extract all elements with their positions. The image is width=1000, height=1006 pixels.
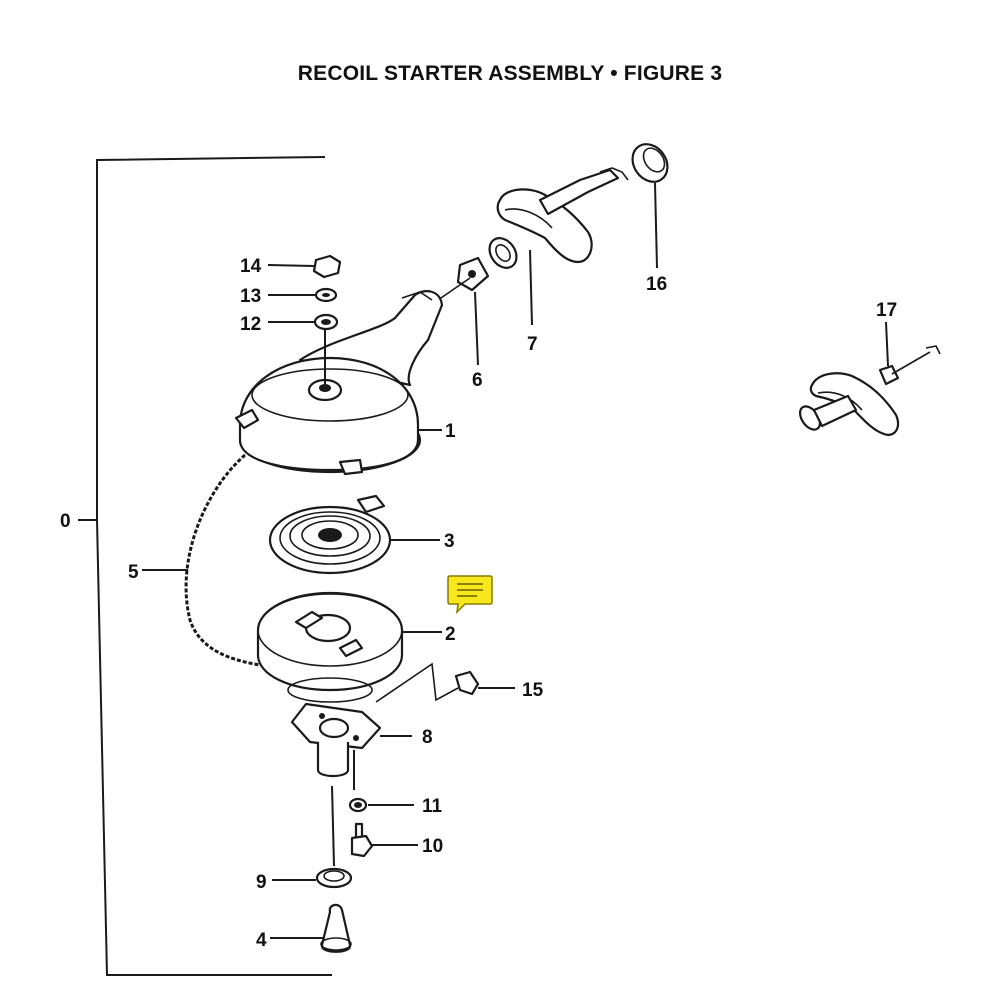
label-7: 7: [527, 334, 538, 355]
part-10-bolt: [350, 822, 418, 858]
part-3-recoil-spring: [268, 494, 440, 575]
part-17-handle-assembly: [798, 321, 941, 436]
starter-rope-top: [437, 277, 471, 301]
label-16: 16: [646, 274, 667, 295]
part-15-pawl: [375, 662, 515, 703]
label-6: 6: [472, 370, 483, 391]
label-8: 8: [422, 727, 433, 748]
part-13-lock-washer: [268, 287, 338, 303]
part-8-flange: [290, 702, 412, 778]
part-1-starter-housing: [234, 290, 444, 476]
label-0: 0: [60, 511, 71, 532]
part-16-end-cap: [631, 143, 669, 269]
label-13: 13: [240, 286, 261, 307]
label-12: 12: [240, 314, 261, 335]
label-1: 1: [445, 421, 456, 442]
part-9-bushing: [272, 785, 353, 889]
part-11-washer: [348, 750, 414, 813]
part-14-nut: [267, 254, 342, 279]
label-15: 15: [522, 680, 544, 701]
label-17: 17: [876, 300, 897, 321]
comment-icon[interactable]: [447, 574, 493, 614]
label-14: 14: [240, 256, 262, 277]
diagram-title: RECOIL STARTER ASSEMBLY • FIGURE 3: [297, 62, 723, 85]
label-10: 10: [422, 836, 443, 857]
label-11: 11: [422, 796, 443, 817]
part-4-shaft: [270, 903, 352, 953]
label-9: 9: [256, 872, 267, 893]
part-12-washer: [268, 313, 339, 384]
part-2-rope-pulley: [256, 591, 442, 703]
part-6-washer: [456, 256, 490, 366]
label-2: 2: [445, 624, 456, 645]
label-3: 3: [444, 531, 455, 552]
part-7-handle: [488, 167, 629, 326]
label-5: 5: [128, 562, 139, 583]
part-5-starter-rope: [142, 453, 261, 667]
label-4: 4: [256, 930, 267, 951]
assembly-bracket: [78, 156, 332, 976]
